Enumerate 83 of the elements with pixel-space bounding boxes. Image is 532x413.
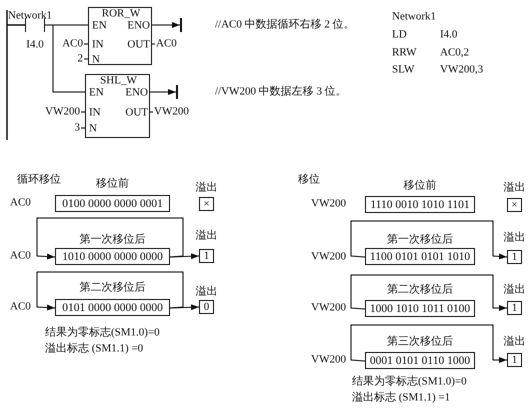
overflow-heading: 溢出 (196, 230, 218, 242)
block-title: ROR_W (102, 8, 140, 20)
operand-label: AC0 (62, 38, 83, 50)
register-box: 1110 0010 1010 1101 (365, 196, 475, 213)
overflow-heading: 溢出 (504, 336, 526, 348)
arrow (350, 324, 508, 363)
operand-label: AC0 (156, 38, 177, 50)
overflow-heading: 溢出 (504, 232, 526, 244)
overflow-box: 1 (507, 353, 522, 367)
register-heading: 移位前 (404, 180, 436, 192)
overflow-box: 1 (507, 301, 522, 315)
register-box: 1010 0000 0000 0000 (55, 248, 170, 265)
function-block (85, 74, 150, 138)
overflow-box: 1 (507, 250, 522, 264)
register-box: 1000 1010 1011 0100 (365, 300, 475, 317)
register-name: AC0 (10, 302, 31, 312)
pin-label: N (89, 124, 97, 134)
overflow-heading: 溢出 (196, 286, 218, 298)
register-name: VW200 (311, 302, 346, 314)
register-box: 1100 0101 0101 1010 (365, 248, 475, 265)
pin-label: OUT (127, 40, 150, 50)
operand-label: VW200 (154, 106, 189, 118)
operand-text: VW200,3 (440, 64, 484, 76)
comment-text: //VW200 中数据左移 3 位。 (215, 86, 347, 98)
flag-result: 溢出标志 (SM1.1) =0 (45, 344, 144, 354)
operand-text: AC0,2 (440, 48, 470, 58)
pin-label: N (92, 54, 100, 66)
overflow-heading: 溢出 (504, 284, 526, 296)
section-title: 循环移位 (17, 174, 61, 186)
register-heading: 第二次移位后 (80, 282, 146, 294)
pin-label: ENO (127, 20, 150, 32)
overflow-box: × (199, 197, 214, 211)
arrow (150, 89, 176, 95)
contact-label: I4.0 (26, 40, 44, 50)
register-name: AC0 (10, 250, 31, 262)
register-heading: 第一次移位后 (80, 234, 146, 246)
register-heading: 第二次移位后 (387, 284, 453, 296)
section-title: 移位 (298, 174, 320, 186)
overflow-heading: 溢出 (504, 182, 526, 194)
wire (44, 24, 86, 92)
register-name: AC0 (10, 198, 31, 208)
register-box: 0101 0000 0000 0000 (55, 299, 170, 316)
network-label: Network1 (392, 12, 436, 22)
arrow (350, 220, 508, 260)
pin-label: ENO (125, 88, 148, 98)
flag-result: 结果为零标志(SM1.0)=0 (45, 328, 160, 338)
function-block (88, 7, 152, 65)
pin-label: IN (92, 40, 104, 50)
pin-label: IN (89, 108, 101, 118)
overflow-box: 1 (199, 249, 214, 263)
instruction-text: RRW (392, 48, 416, 58)
flag-result: 溢出标志 (SM1.1) =1 (352, 392, 450, 404)
operand-label: 2 (78, 54, 83, 64)
instruction-text: LD (392, 30, 407, 40)
register-heading: 移位前 (96, 178, 129, 190)
register-name: VW200 (311, 354, 346, 366)
operand-label: VW200 (45, 106, 80, 118)
overflow-box: 0 (199, 300, 214, 314)
pin-label: EN (92, 20, 107, 32)
operand-text: I4.0 (440, 30, 458, 40)
operand-label: 3 (74, 122, 80, 134)
block-title: SHL_W (100, 76, 137, 86)
flag-result: 结果为零标志(SM1.0)=0 (352, 376, 467, 388)
register-heading: 第三次移位后 (387, 336, 453, 348)
register-name: VW200 (311, 198, 346, 210)
arrow (170, 253, 200, 260)
pin-label: OUT (125, 108, 148, 118)
overflow-heading: 溢出 (196, 182, 218, 194)
pin-label: EN (89, 88, 104, 98)
register-box: 0001 0101 0110 1000 (365, 352, 475, 369)
overflow-box: × (507, 198, 522, 212)
arrow (170, 304, 200, 310)
register-box: 0100 0000 0000 0001 (55, 195, 170, 212)
arrow (350, 274, 508, 311)
network-label: Network1 (8, 10, 52, 22)
arrow (152, 22, 180, 28)
instruction-text: SLW (392, 64, 414, 76)
feedback-arrow (36, 272, 184, 311)
register-name: VW200 (311, 252, 346, 262)
feedback-arrow (36, 218, 184, 260)
register-heading: 第一次移位后 (387, 234, 453, 246)
contact-symbol (25, 18, 45, 32)
comment-text: //AC0 中数据循环右移 2 位。 (215, 20, 355, 30)
